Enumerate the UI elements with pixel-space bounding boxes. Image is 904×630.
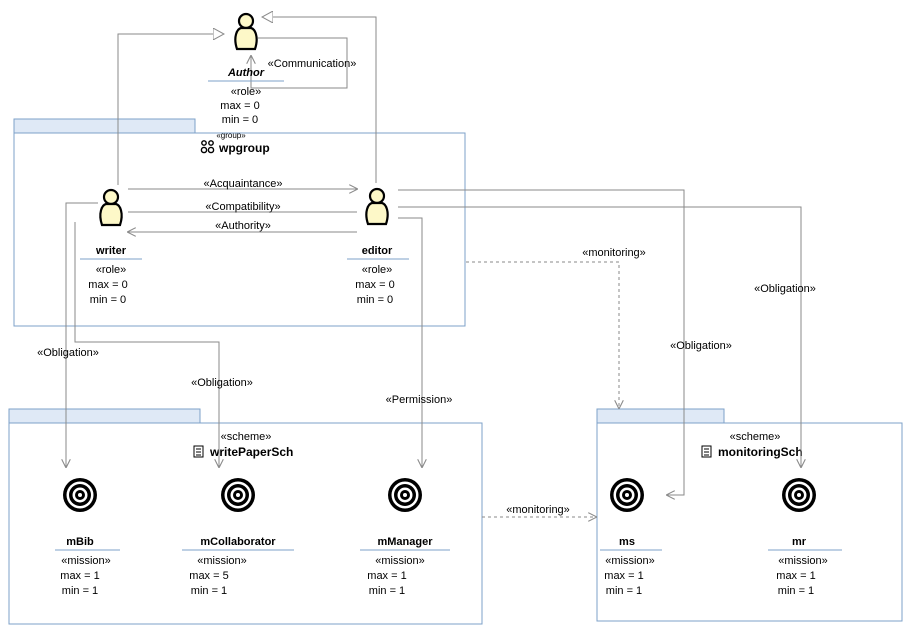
mission-mmanager-stereotype: «mission» [375,555,425,567]
target-icon [63,478,97,512]
target-icon [388,478,422,512]
compatibility-label: «Compatibility» [205,201,280,213]
monitoring-editor-edge[interactable] [466,261,619,408]
role-editor-min: min = 0 [357,294,393,306]
mission-ms-max: max = 1 [604,570,643,582]
obligation-writer-mbib-edge[interactable] [66,202,98,467]
obligation-editor-ms-edge[interactable] [398,189,685,495]
obligation-editor-mr-label: «Obligation» [754,283,816,295]
permission-label: «Permission» [386,394,453,406]
obligation-editor-mr-edge[interactable] [398,206,801,467]
role-writer-stereotype: «role» [96,264,127,276]
role-author-min: min = 0 [222,114,258,126]
mission-mmanager-max: max = 1 [367,570,406,582]
mission-mbib-name: mBib [66,536,94,548]
generalization-writer-author[interactable] [117,34,224,185]
target-icon [610,478,644,512]
role-author-max: max = 0 [220,100,259,112]
role-writer-min: min = 0 [90,294,126,306]
obligation-writer-mbib-label: «Obligation» [37,347,99,359]
monitoringsch-package[interactable]: «scheme» monitoringSch [596,408,903,622]
monitoring-schemes-label: «monitoring» [506,504,570,516]
monitoringsch-name: monitoringSch [718,445,803,459]
role-writer-name: writer [95,245,127,257]
mission-mmanager-name: mManager [377,536,433,548]
mission-mr-stereotype: «mission» [778,555,828,567]
mission-ms-stereotype: «mission» [605,555,655,567]
role-editor[interactable]: editor «role» max = 0 min = 0 [347,187,409,306]
role-author-name: Author [227,67,265,79]
document-icon [701,445,712,458]
role-writer-max: max = 0 [88,279,127,291]
actor-icon [99,188,123,227]
mission-mr-max: max = 1 [776,570,815,582]
mission-mmanager[interactable]: mManager «mission» max = 1 min = 1 [360,478,450,597]
wpgroup-name: wpgroup [218,141,270,155]
generalization-editor-author[interactable] [262,17,377,183]
authority-label: «Authority» [215,220,271,232]
communication-label: «Communication» [268,58,357,70]
mission-mcollaborator[interactable]: mCollaborator «mission» max = 5 min = 1 [182,478,294,597]
role-editor-name: editor [362,245,393,257]
actor-icon [234,12,258,51]
writepapersch-name: writePaperSch [209,445,293,459]
group-icon [200,140,215,154]
mission-mbib-min: min = 1 [62,585,98,597]
mission-mcollaborator-name: mCollaborator [200,536,276,548]
mission-mcollaborator-max: max = 5 [189,570,228,582]
mission-mbib[interactable]: mBib «mission» max = 1 min = 1 [55,478,120,597]
wpgroup-stereotype: «group» [216,131,246,140]
mission-mcollaborator-min: min = 1 [191,585,227,597]
mission-mcollaborator-stereotype: «mission» [197,555,247,567]
monitoring-editor-label: «monitoring» [582,247,646,259]
actor-icon [365,187,389,226]
acquaintance-label: «Acquaintance» [204,178,283,190]
wpgroup-package[interactable]: «group» wpgroup [13,118,466,327]
obligation-writer-mcollab-label: «Obligation» [191,377,253,389]
mission-ms-min: min = 1 [606,585,642,597]
mission-mr-name: mr [792,536,807,548]
target-icon [221,478,255,512]
mission-ms[interactable]: ms «mission» max = 1 min = 1 [600,478,662,597]
role-author[interactable]: Author «role» max = 0 min = 0 [208,12,284,126]
writepapersch-package[interactable]: «scheme» writePaperSch [8,408,483,625]
role-editor-stereotype: «role» [362,264,393,276]
mission-mr-min: min = 1 [778,585,814,597]
mission-ms-name: ms [619,536,635,548]
obligation-writer-mcollab-edge[interactable] [74,222,219,467]
role-author-stereotype: «role» [231,86,262,98]
writepapersch-stereotype: «scheme» [221,431,272,443]
mission-mmanager-min: min = 1 [369,585,405,597]
document-icon [193,445,204,458]
mission-mbib-stereotype: «mission» [61,555,111,567]
role-writer[interactable]: writer «role» max = 0 min = 0 [80,188,142,306]
edges [66,17,801,517]
target-icon [782,478,816,512]
obligation-editor-ms-label: «Obligation» [670,340,732,352]
role-editor-max: max = 0 [355,279,394,291]
permission-edge[interactable] [398,217,422,467]
mission-mr[interactable]: mr «mission» max = 1 min = 1 [768,478,842,597]
mission-mbib-max: max = 1 [60,570,99,582]
communication-self-edge[interactable] [251,37,348,89]
monitoringsch-stereotype: «scheme» [730,431,781,443]
